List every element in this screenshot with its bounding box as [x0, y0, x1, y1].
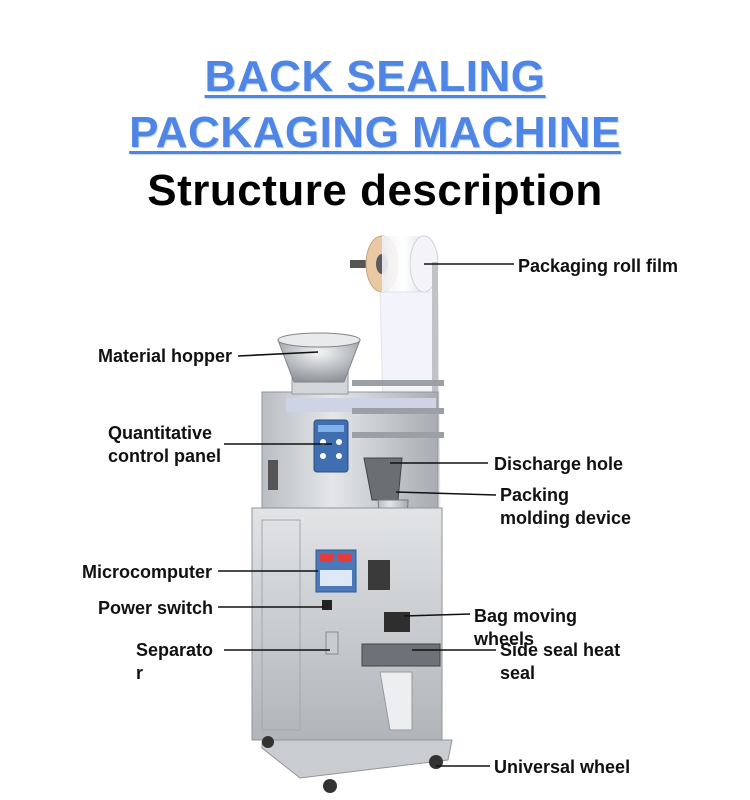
- power-switch-graphic: [322, 600, 332, 610]
- side-seal-graphic: [361, 643, 441, 667]
- wheel-graphic: [262, 736, 274, 748]
- label-roll-film: Packaging roll film: [518, 256, 679, 276]
- wheel-graphic: [323, 779, 337, 793]
- title-subtitle: Structure description: [147, 166, 603, 215]
- label-universal-wheel: Universal wheel: [494, 757, 631, 777]
- bag-wheels-graphic: [384, 612, 410, 632]
- label-microcomputer: Microcomputer: [82, 562, 213, 582]
- machine-base: [261, 736, 453, 793]
- label-power-switch: Power switch: [98, 598, 214, 618]
- title-line-1: BACK SEALING: [204, 52, 546, 101]
- hopper-graphic: [277, 332, 361, 395]
- label-separator: Separato r: [136, 640, 214, 683]
- wheel-graphic: [429, 755, 443, 769]
- label-control-panel: Quantitative control panel: [108, 423, 222, 466]
- label-discharge-hole: Discharge hole: [494, 454, 624, 474]
- control-panel-graphic: [313, 419, 349, 473]
- title-line-2: PACKAGING MACHINE: [129, 108, 621, 157]
- label-molding-device: Packing molding device: [500, 485, 632, 528]
- leader-lines: [218, 263, 514, 767]
- label-bag-wheels: Bag moving wheels: [474, 606, 578, 649]
- label-material-hopper: Material hopper: [98, 346, 233, 366]
- label-side-seal: Side seal heat seal: [500, 640, 621, 683]
- lower-cabinet: [251, 507, 443, 741]
